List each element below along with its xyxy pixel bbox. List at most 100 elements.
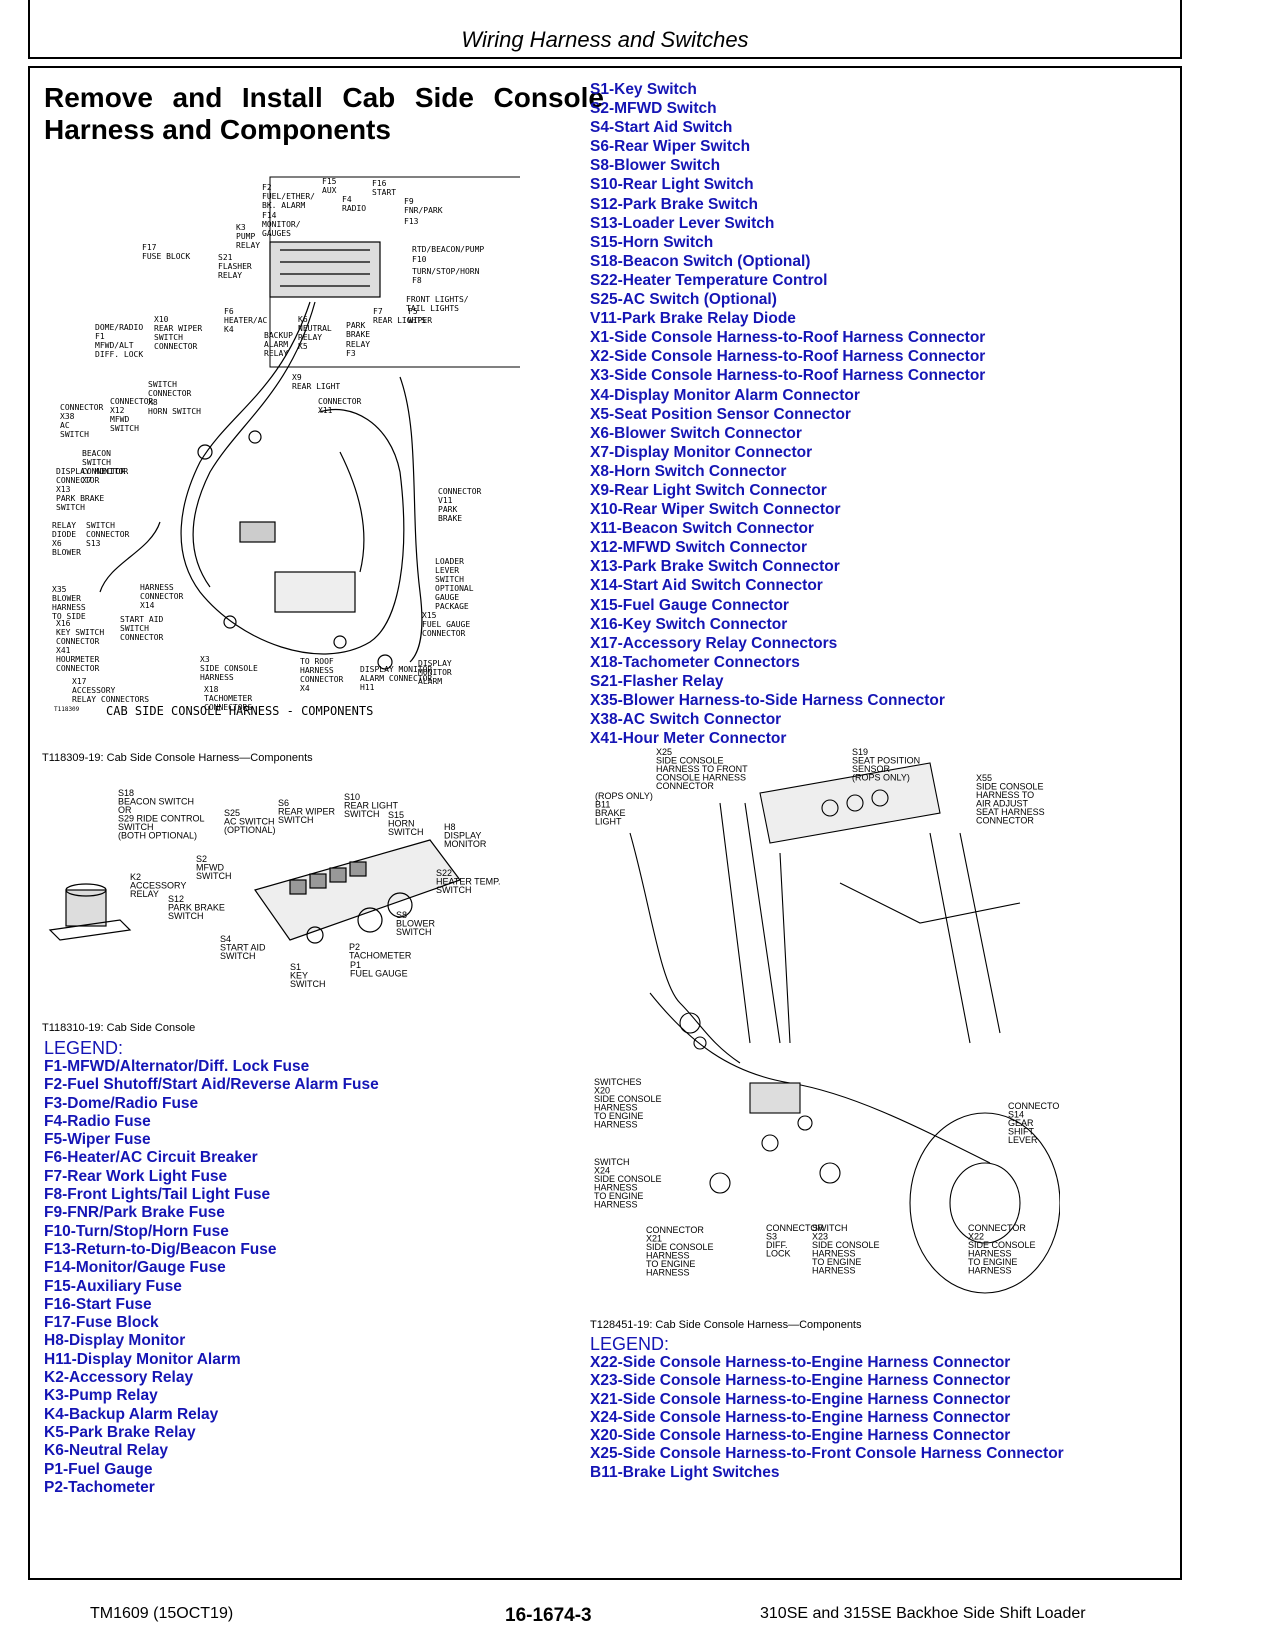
callout-label: K2 (130, 872, 141, 882)
callout-label: TO ENGINE (968, 1257, 1017, 1267)
legend-item: F2-Fuel Shutoff/Start Aid/Reverse Alarm … (44, 1076, 379, 1094)
callout-label: HEATER/AC (224, 316, 268, 325)
callout-label: X41 (56, 646, 71, 655)
callout-label: FUSE BLOCK (142, 252, 190, 261)
figure2-caption: T118310-19: Cab Side Console (42, 1022, 196, 1034)
callout-label: SHIFT (1008, 1127, 1035, 1137)
legend-item: S8-Blower Switch (590, 157, 721, 175)
callout-label: SWITCH (220, 951, 256, 961)
legend-item: F1-MFWD/Alternator/Diff. Lock Fuse (44, 1058, 310, 1075)
callout-label: S4 (220, 934, 231, 944)
callout-label: GEAR (1008, 1118, 1034, 1128)
figure3-caption: T128451-19: Cab Side Console Harness—Com… (590, 1319, 862, 1331)
callout-label: DISPLAY MONITOR (56, 467, 128, 476)
legend-item: S12-Park Brake Switch (590, 195, 759, 213)
legend-item: H8-Display Monitor (44, 1332, 186, 1350)
callout-label: KEY SWITCH (56, 628, 104, 637)
legend-item: F17-Fuse Block (44, 1314, 159, 1332)
callout-label: FNR/PARK (404, 206, 443, 215)
callout-label: F15 (322, 177, 337, 186)
legend-item: F14-Monitor/Gauge Fuse (44, 1259, 226, 1277)
callout-label: HARNESS (594, 1183, 638, 1193)
callout-label: SWITCH (60, 430, 89, 439)
callout-label: (ROPS ONLY) (595, 791, 653, 801)
page-heading: Remove and Install Cab Side Console Harn… (44, 82, 604, 146)
callout-label: GAUGE (435, 593, 459, 602)
page-heading-line2: Harness and Components (44, 114, 391, 145)
callout-label: SENSOR (852, 764, 891, 774)
callout-label: TO SIDE (52, 612, 86, 621)
callout-label: S3 (766, 1232, 777, 1242)
callout-label: HARNESS (52, 603, 86, 612)
legend-item: H11-Display Monitor Alarm (44, 1350, 241, 1368)
legend-item: X22-Side Console Harness-to-Engine Harne… (590, 1354, 1011, 1371)
callout-label: HARNESS (300, 666, 334, 675)
callout-label: SWITCH (120, 624, 149, 633)
callout-label: SWITCHES (594, 1077, 642, 1087)
callout-label: CONNECTOR (154, 342, 198, 351)
callout-label: X15 (422, 611, 437, 620)
callout-label: TAIL LIGHTS (406, 304, 459, 313)
callout-label: TO ENGINE (594, 1191, 643, 1201)
callout-label: RELAY (52, 521, 76, 530)
callout-label: CONNECTOR (1008, 1101, 1060, 1111)
callout-label: NEUTRAL (298, 324, 332, 333)
legend-item: K6-Neutral Relay (44, 1442, 169, 1460)
callout-label: CONSOLE HARNESS (656, 773, 746, 783)
callout-label: SIDE CONSOLE (976, 782, 1044, 792)
callout-label: HARNESS (968, 1266, 1012, 1276)
callout-label: X18 (204, 685, 219, 694)
legend-item: X3-Side Console Harness-to-Roof Harness … (590, 367, 986, 385)
callout-label: REAR LIGHT (292, 382, 340, 391)
callout-label: X38 (60, 412, 75, 421)
callout-label: HARNESS (594, 1120, 638, 1130)
callout-label: BLOWER (52, 548, 81, 557)
callout-label: SIDE CONSOLE (968, 1240, 1036, 1250)
callout-label: SIDE CONSOLE (594, 1174, 662, 1184)
callout-label: F3 (346, 349, 356, 358)
callout-label: S6 (278, 798, 289, 808)
footer-doc-id: TM1609 (15OCT19) (90, 1605, 234, 1622)
callout-label: TO ENGINE (812, 1257, 861, 1267)
legend-item: X23-Side Console Harness-to-Engine Harne… (590, 1372, 1011, 1390)
callout-label: SIDE CONSOLE (594, 1094, 662, 1104)
callout-label: SWITCH (148, 380, 177, 389)
callout-label: DIFF. (766, 1240, 788, 1250)
callout-label: X24 (594, 1166, 610, 1176)
legend-item: F10-Turn/Stop/Horn Fuse (44, 1222, 229, 1240)
callout-label: CONNECTORS (204, 703, 252, 712)
legend-item: S4-Start Aid Switch (590, 119, 733, 137)
callout-label: F6 (224, 307, 234, 316)
callout-label: OR (118, 805, 132, 815)
callout-label: RELAY (130, 889, 159, 899)
callout-label: BRAKE (438, 514, 462, 523)
callout-label: X35 (52, 585, 67, 594)
callout-label: S10 (344, 792, 360, 802)
callout-label: PARK (438, 505, 457, 514)
callout-label: RELAY (346, 340, 370, 349)
callout-label: RELAY (218, 271, 242, 280)
callout-label: SWITCH (435, 575, 464, 584)
callout-label: TACHOMETER (204, 694, 252, 703)
legend-item: K2-Accessory Relay (44, 1369, 194, 1387)
callout-label: KEY (290, 971, 308, 981)
callout-label: REAR WIPER (154, 324, 202, 333)
callout-label: GAUGES (262, 229, 291, 238)
legend-item: F4-Radio Fuse (44, 1112, 151, 1130)
callout-label: RELAY CONNECTORS (72, 695, 149, 704)
callout-label: BEACON (82, 449, 111, 458)
legend-item: B11-Brake Light Switches (590, 1463, 780, 1481)
callout-label: CONNECTOR (110, 397, 154, 406)
callout-label: B11 (595, 800, 610, 810)
callout-label: S21 (218, 253, 233, 262)
callout-label: SWITCH (812, 1223, 848, 1233)
callout-label: SWITCH (396, 927, 432, 937)
legend-item: S2-MFWD Switch (590, 100, 717, 118)
callout-label: CONNECTOR (140, 592, 184, 601)
legend-item: P1-Fuel Gauge (44, 1460, 153, 1478)
callout-label: DISPLAY (418, 659, 452, 668)
callout-label: F10 (412, 255, 427, 264)
